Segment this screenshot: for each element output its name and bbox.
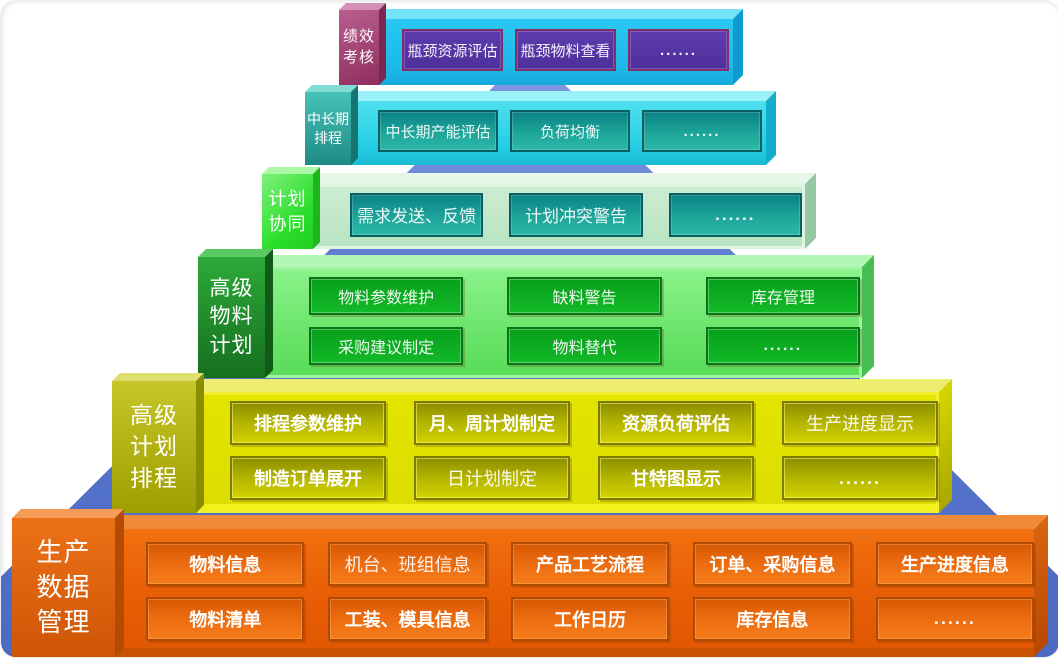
feature-box-ellipsis: ...... <box>705 326 860 365</box>
level-label: 生产 数据 管理 <box>12 518 115 657</box>
level-label: 高级 物料 计划 <box>198 257 265 378</box>
feature-box: 日计划制定 <box>414 456 570 500</box>
label-top-bevel <box>262 167 320 174</box>
feature-box: 缺料警告 <box>507 276 662 315</box>
label-right-side <box>313 167 320 249</box>
label-top-bevel <box>12 509 124 518</box>
feature-box: 库存信息 <box>693 596 852 641</box>
feature-row: 物料信息 机台、班组信息 产品工艺流程 订单、采购信息 生产进度信息 <box>146 541 1035 586</box>
feature-box: 物料信息 <box>146 541 305 586</box>
level-plan-collaboration: 计划 协同 需求发送、反馈 计划冲突警告 ...... <box>262 167 816 249</box>
feature-row: 物料清单 工装、模具信息 工作日历 库存信息 ...... <box>146 596 1035 641</box>
feature-box: 资源负荷评估 <box>598 401 754 445</box>
bar-right-side <box>1034 515 1048 657</box>
label-top-bevel <box>112 373 204 381</box>
feature-box: 甘特图显示 <box>598 456 754 500</box>
level-label-box: 绩效 考核 <box>339 3 386 85</box>
level-advanced-material-planning: 高级 物料 计划 物料参数维护 缺料警告 库存管理 采购建议制定 物料替代 ..… <box>198 249 874 378</box>
level-label: 计划 协同 <box>262 174 313 249</box>
label-top-bevel <box>198 249 273 257</box>
feature-row: 瓶颈资源评估 瓶颈物料查看 ...... <box>402 29 729 71</box>
bar-top-bevel <box>12 515 1048 529</box>
feature-box: 采购建议制定 <box>309 326 464 365</box>
feature-box: 制造订单展开 <box>230 456 386 500</box>
feature-box: 产品工艺流程 <box>510 541 670 586</box>
level-label: 中长期 排程 <box>305 92 351 165</box>
level-label-box: 高级 物料 计划 <box>198 249 273 378</box>
feature-box: 中长期产能评估 <box>378 110 498 152</box>
feature-row: 制造订单展开 日计划制定 甘特图显示 ...... <box>230 456 938 500</box>
bar-right-side <box>733 9 743 85</box>
feature-box: 排程参数维护 <box>230 401 386 445</box>
label-right-side <box>265 249 273 378</box>
feature-box: 订单、采购信息 <box>693 541 852 586</box>
feature-row-group: 中长期产能评估 负荷均衡 ...... <box>378 101 762 161</box>
label-right-side <box>115 509 124 657</box>
feature-row-group: 需求发送、反馈 计划冲突警告 ...... <box>350 184 802 245</box>
level-label-box: 高级 计划 排程 <box>112 373 204 513</box>
feature-box: 工装、模具信息 <box>328 596 487 641</box>
label-right-side <box>196 373 204 513</box>
feature-box: 月、周计划制定 <box>414 401 570 445</box>
bar-top-bevel <box>305 91 776 101</box>
feature-box: 生产进度信息 <box>875 541 1035 586</box>
feature-box: 计划冲突警告 <box>509 192 643 237</box>
level-advanced-planning-scheduling: 高级 计划 排程 排程参数维护 月、周计划制定 资源负荷评估 生产进度显示 制造… <box>112 373 952 513</box>
label-top-bevel <box>305 85 358 92</box>
level-performance-assessment: 绩效 考核 瓶颈资源评估 瓶颈物料查看 ...... <box>339 3 743 85</box>
level-label: 绩效 考核 <box>339 10 379 85</box>
feature-box: 生产进度显示 <box>782 401 938 445</box>
feature-box: 工作日历 <box>510 596 670 641</box>
feature-box: 瓶颈资源评估 <box>402 29 503 71</box>
label-right-side <box>351 85 358 165</box>
feature-box: 库存管理 <box>705 276 860 315</box>
feature-row-group: 瓶颈资源评估 瓶颈物料查看 ...... <box>402 19 729 81</box>
bar-top-bevel <box>262 173 816 184</box>
level-label-box: 中长期 排程 <box>305 85 358 165</box>
feature-box: 机台、班组信息 <box>328 541 487 586</box>
bar-right-side <box>939 379 952 513</box>
feature-box: 需求发送、反馈 <box>350 192 484 237</box>
level-production-data-management: 生产 数据 管理 物料信息 机台、班组信息 产品工艺流程 订单、采购信息 生产进… <box>12 509 1048 657</box>
level-label-box: 生产 数据 管理 <box>12 509 124 657</box>
feature-box: 物料替代 <box>507 326 662 365</box>
feature-box: 负荷均衡 <box>510 110 630 152</box>
bar-top-bevel <box>339 9 743 19</box>
bar-right-side <box>766 91 776 165</box>
level-label-box: 计划 协同 <box>262 167 320 249</box>
bar-right-side <box>862 255 874 378</box>
feature-row: 采购建议制定 物料替代 ...... <box>309 326 860 365</box>
feature-row-group: 物料参数维护 缺料警告 库存管理 采购建议制定 物料替代 ...... <box>309 267 860 374</box>
feature-box: 物料清单 <box>146 596 305 641</box>
feature-box-ellipsis: ...... <box>782 456 938 500</box>
feature-box: 瓶颈物料查看 <box>515 29 616 71</box>
feature-box-ellipsis: ...... <box>628 29 729 71</box>
feature-box-ellipsis: ...... <box>875 596 1035 641</box>
feature-row: 物料参数维护 缺料警告 库存管理 <box>309 276 860 315</box>
feature-box: 物料参数维护 <box>309 276 464 315</box>
feature-box-ellipsis: ...... <box>642 110 762 152</box>
bar-top-bevel <box>198 255 874 267</box>
level-mid-long-term-scheduling: 中长期 排程 中长期产能评估 负荷均衡 ...... <box>305 85 776 165</box>
bar-right-side <box>805 173 816 249</box>
feature-row: 中长期产能评估 负荷均衡 ...... <box>378 110 762 152</box>
feature-box-ellipsis: ...... <box>668 192 802 237</box>
feature-row: 排程参数维护 月、周计划制定 资源负荷评估 生产进度显示 <box>230 401 938 445</box>
feature-row-group: 物料信息 机台、班组信息 产品工艺流程 订单、采购信息 生产进度信息 物料清单 … <box>146 529 1035 653</box>
level-label: 高级 计划 排程 <box>112 381 196 513</box>
feature-row: 需求发送、反馈 计划冲突警告 ...... <box>350 192 802 237</box>
feature-row-group: 排程参数维护 月、周计划制定 资源负荷评估 生产进度显示 制造订单展开 日计划制… <box>230 392 938 509</box>
bar-top-bevel <box>112 379 952 392</box>
label-right-side <box>379 3 386 85</box>
